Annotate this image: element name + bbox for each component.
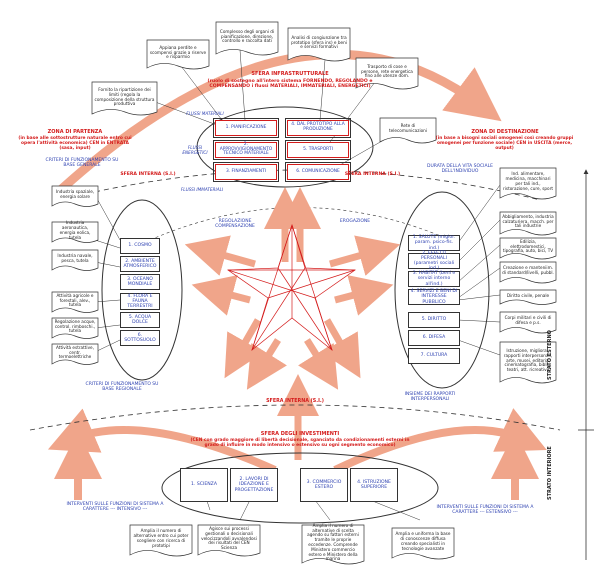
invest-box-ideazione: 2. LAVORI DI IDEAZIONE E PROGETTAZIONE xyxy=(230,468,278,502)
right-note-5: Diritto civile, penale xyxy=(506,292,550,298)
left-note-6: Attività estrattive, centr. termoelettri… xyxy=(56,344,94,360)
bottom-right-arc-arrow xyxy=(333,408,547,474)
left-box-acqua: 5. ACQUA DOLCE xyxy=(120,312,160,328)
strato-esterno-label: STRATO ESTERNO xyxy=(547,330,553,380)
note-trasporto: Trasporto di cose e persone, rete energe… xyxy=(361,63,413,79)
right-note-3: Edilizia, elettrodomestici, tipografia, … xyxy=(502,238,554,254)
left-note-2: Industria aeronautica, energia eolica, t… xyxy=(59,220,91,240)
invest-subtitle: (CEN con grado maggiore di libertà decis… xyxy=(190,438,410,449)
left-ellipse xyxy=(101,199,183,381)
note-rete: Rete di telecomunicazioni xyxy=(389,123,427,133)
invest-title: SFERA DEGLI INVESTIMENTI xyxy=(260,431,340,437)
durata-vita-sociale: DURATA DELLA VITA SOCIALE DELL'INDIVIDUO xyxy=(427,164,493,175)
right-box-habitat: 3. HABITAT (beni e servizi interno all'i… xyxy=(408,271,460,287)
zona-partenza-sub: (in base alle sottostrutture naturale en… xyxy=(18,136,132,152)
invest-note-1: Amplia il numero di alternative entro cu… xyxy=(133,528,189,548)
lower-dashed-arc xyxy=(29,404,561,431)
right-box-effetti: 2. EFFETTI PERSONALI (parametri sociali … xyxy=(408,251,460,271)
invest-box-istruzione: 4. ISTRUZIONE SUPERIORE xyxy=(350,468,398,502)
invest-box-scienza: 1. SCIENZA xyxy=(180,468,228,502)
note-appiana: Appiana perdite e scompensi grazie a ris… xyxy=(149,44,207,60)
left-note-1: Industria spaziale, energia solare xyxy=(55,189,95,199)
right-note-2: Abbigliamento, industria calzaturiera, m… xyxy=(502,213,554,229)
left-note-5: Regolazione acque, control. rimboschi., … xyxy=(54,318,96,334)
top-arc-arrow xyxy=(51,49,502,199)
center-sfera-interna: SFERA INTERNA (S.I.) xyxy=(266,399,324,404)
infra-box-approvvigionamento: 2. APPROVVIGIONAMENTO TECNICO MATERIALE xyxy=(213,140,279,160)
infra-subtitle: (ruolo di sostegno all'intero sistema FO… xyxy=(207,79,373,90)
invest-note-4: Amplia e uniforma la base di conoscenze … xyxy=(395,531,451,551)
left-box-oceano: 3. OCEANO MONDIALE xyxy=(120,274,160,290)
infra-box-pianificazione: 1. PIANIFICAZIONE xyxy=(213,118,279,138)
criteri-base-regionale: CRITERI DI FUNZIONAMENTO SU BASE REGIONA… xyxy=(85,382,159,393)
right-note-7: Istruzione, migliorat. rapporti interper… xyxy=(503,347,553,373)
flussi-immateriali-label: FLUSSI IMMATERIALI xyxy=(180,187,224,192)
strato-interiore-label: STRATO INTERIORE xyxy=(547,446,553,500)
left-box-cosmo: 1. COSMO xyxy=(120,238,160,254)
right-note-6: Corpi militari e civili di difesa e p.s. xyxy=(504,315,552,325)
criteri-base-generale: CRITERI DI FUNZIONAMENTO SU BASE GENERAL… xyxy=(45,158,119,169)
invest-ellipse xyxy=(161,452,439,524)
left-box-ambiente: 2. AMBIENTE ATMOSFERICO xyxy=(120,256,160,272)
infra-box-trasporti: 5. TRASPORTI xyxy=(285,140,351,160)
zona-partenza-title: ZONA DI PARTENZA xyxy=(47,129,103,135)
upper-dashed-arc xyxy=(59,169,541,201)
note-ripartizione: Fornito la ripartizione dei limiti (rego… xyxy=(94,86,155,107)
invest-box-commercio: 3. COMMERCIO ESTERO xyxy=(300,468,348,502)
invest-note-3: Amplia il numero di alternative di scelt… xyxy=(307,522,359,562)
right-box-servizi: 4. SERVIZI E BENI DI INTERESSE PUBBLICO xyxy=(408,289,460,305)
left-note-4: Attività agricole e forestali, alev., tu… xyxy=(56,292,94,308)
flussi-materiali-label: FLUSSI MATERIALI xyxy=(186,111,224,116)
right-note-1: Ind. alimentare, medicina, macchinari pe… xyxy=(503,171,553,191)
zona-destinazione-sub: (in base a bisogni sociali omogenei così… xyxy=(435,136,574,152)
right-ellipse xyxy=(394,191,490,389)
infra-box-prototipo: 4. DAL PROTOTIPO ALLA PRODUZIONE xyxy=(285,118,351,138)
infra-title: SFERA INFRASTRUTTURALE xyxy=(251,71,329,77)
interventi-estensivo: INTERVENTI SULLE FUNZIONI DI SISTEMA A C… xyxy=(436,505,534,516)
regolazione-label: REGOLAZIONE COMPENSAZIONE xyxy=(215,219,255,230)
left-sfera-interna: SFERA INTERNA (S.I.) xyxy=(120,172,176,177)
right-note-4: Creazione e manteniim. di standard/livel… xyxy=(502,265,554,275)
right-box-difesa: 6. DIFESA xyxy=(408,330,460,346)
interventi-intensivo: INTERVENTI SULLE FUNZIONI DI SISTEMA A C… xyxy=(66,502,164,513)
right-box-salute: 1. SALUTE (migior. param. psico-fis. ind… xyxy=(408,235,460,251)
left-box-flora: 4. FLORA E FAUNA TERRESTRI xyxy=(120,293,160,310)
note-complesso: Complesso degli organi di pianificazione… xyxy=(219,28,275,44)
infra-box-finanziamenti: 3. FINANZIAMENTI xyxy=(213,162,279,182)
left-note-3: Industria navale, pesca, tutela xyxy=(57,253,93,263)
zona-destinazione-title: ZONA DI DESTINAZIONE xyxy=(471,129,539,135)
central-star xyxy=(226,223,357,352)
document-shapes xyxy=(51,21,557,565)
infra-box-comunicazione: 6. COMUNICAZIONE xyxy=(285,162,351,182)
left-box-sottosuolo: 6. SOTTOSUOLO xyxy=(120,330,160,346)
right-box-diritto: 5. DIRITTO xyxy=(408,312,460,328)
erogazione-label: EROGAZIONE xyxy=(339,219,371,224)
flussi-energetici-label: FLUSSI ENERGETICI xyxy=(182,145,208,155)
note-analisi: Analisi di congiunzione tra prototipo (s… xyxy=(291,34,347,50)
right-sfera-interna: SFERA INTERNA (S.I.) xyxy=(344,172,401,177)
star-arrows xyxy=(184,187,401,390)
right-box-cultura: 7. CULTURA xyxy=(408,348,460,364)
invest-note-2: Agisce sui processi gestionali o decisio… xyxy=(201,525,257,551)
insieme-rapporti: INSIEME DEI RAPPORTI INTERPERSONALI xyxy=(404,392,456,403)
